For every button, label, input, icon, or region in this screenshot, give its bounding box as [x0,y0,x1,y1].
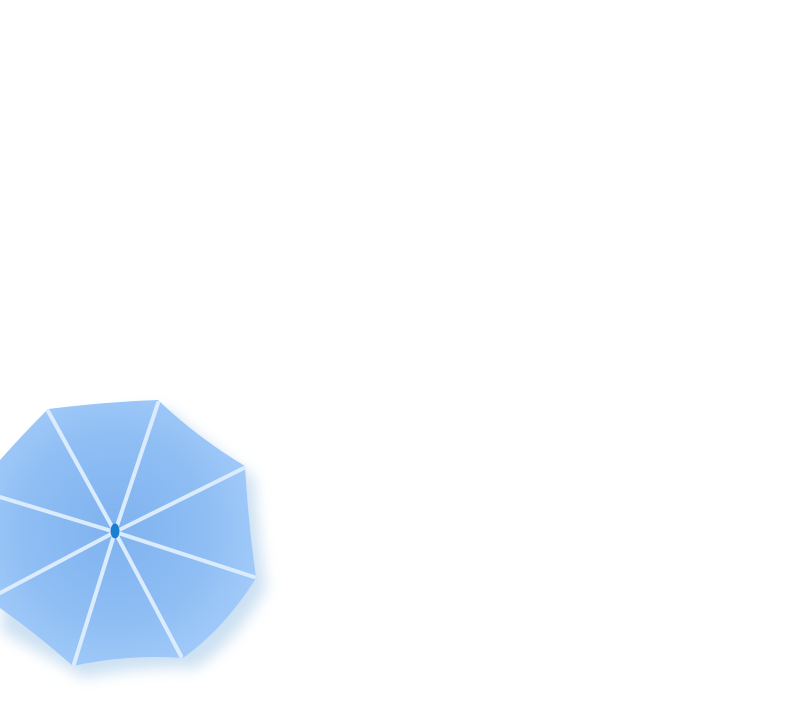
rib [72,530,117,666]
umbrella-tip [110,523,120,539]
rib [113,530,183,658]
rib [113,530,256,579]
rib [0,530,117,595]
rib [113,401,160,534]
rib [0,495,117,534]
rib [113,466,246,534]
umbrella-ribs [0,401,256,666]
rib [46,409,117,534]
umbrella-canopy [0,400,256,666]
